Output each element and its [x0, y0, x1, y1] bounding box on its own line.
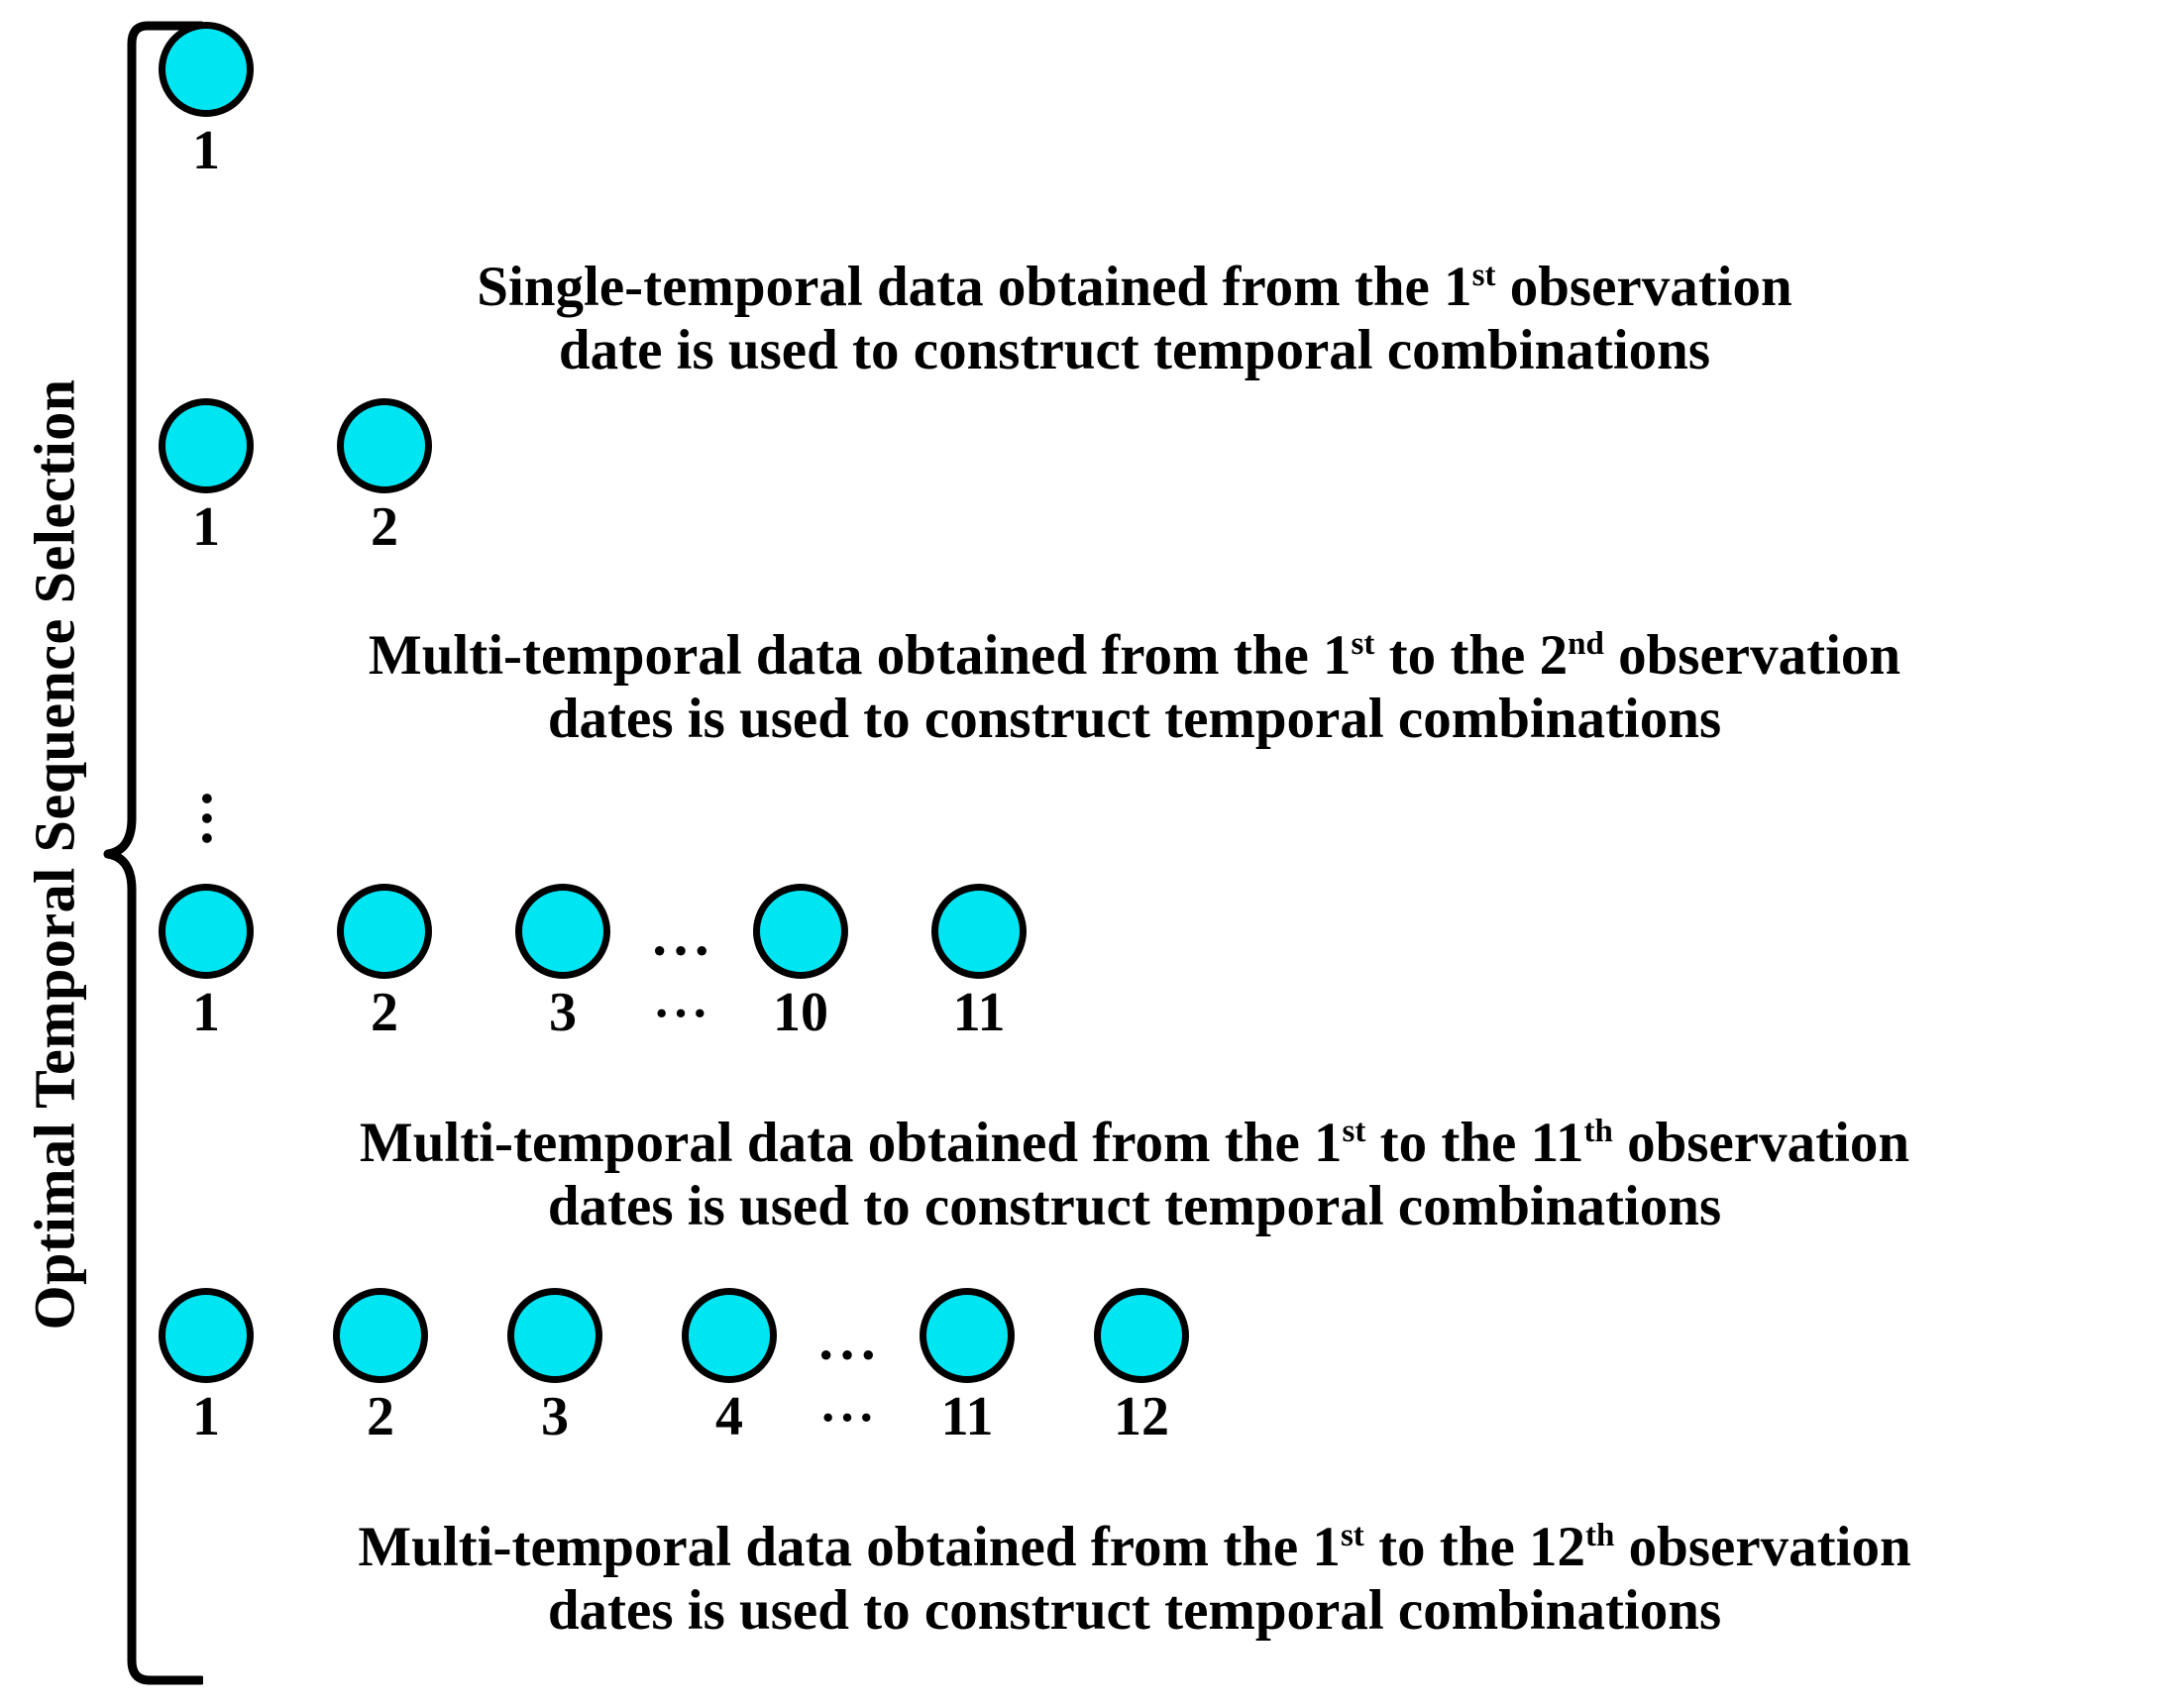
observation-node-label: 2 — [367, 1386, 394, 1447]
caption-text: observation — [1495, 256, 1792, 318]
row-3-caption: Multi-temporal data obtained from the 1s… — [149, 1112, 2120, 1238]
observation-circle-icon[interactable] — [337, 398, 432, 493]
observation-circle-icon[interactable] — [515, 884, 610, 979]
caption-ordinal-suffix: nd — [1568, 626, 1604, 662]
horizontal-ellipsis-icon: ··· — [650, 918, 714, 984]
observation-node[interactable]: 2 — [337, 398, 432, 555]
observation-node[interactable]: 1 — [159, 1288, 254, 1444]
caption-text: Multi-temporal data obtained from the 1 — [359, 1112, 1343, 1174]
observation-circle-icon[interactable] — [159, 884, 254, 979]
observation-circle-icon[interactable] — [337, 884, 432, 979]
horizontal-ellipsis-icon: ··· — [819, 1390, 878, 1446]
observation-node[interactable]: 11 — [920, 1288, 1016, 1447]
row-3-gap-ellipsis: ··· ··· — [650, 918, 714, 1042]
observation-circle-icon[interactable] — [753, 884, 849, 979]
row-4-caption: Multi-temporal data obtained from the 1s… — [149, 1516, 2120, 1643]
observation-node-label: 1 — [192, 1386, 220, 1447]
observation-node[interactable]: 3 — [515, 884, 610, 1040]
row-4-caption-line-2: dates is used to construct temporal comb… — [547, 1578, 1722, 1642]
vertical-axis-label-text: Optimal Temporal Sequence Selection — [22, 378, 87, 1330]
row-4-gap-ellipsis: ··· ··· — [816, 1323, 881, 1446]
row-3-circles: 1 2 3 ··· ··· 10 11 — [159, 884, 1028, 1043]
observation-circle-icon[interactable] — [682, 1288, 777, 1383]
observation-node-label: 3 — [549, 982, 577, 1043]
row-2-caption-line-2: dates is used to construct temporal comb… — [547, 687, 1722, 750]
observation-circle-icon[interactable] — [159, 1288, 254, 1383]
row-2-caption: Multi-temporal data obtained from the 1s… — [149, 624, 2120, 751]
caption-text: observation — [1603, 624, 1901, 687]
horizontal-ellipsis-icon: ··· — [816, 1323, 881, 1388]
observation-node[interactable]: 2 — [337, 884, 432, 1040]
row-3-caption-line-2: dates is used to construct temporal comb… — [547, 1174, 1722, 1237]
row-3-caption-line-1: Multi-temporal data obtained from the 1s… — [149, 1112, 2120, 1175]
row-1-caption: Single-temporal data obtained from the 1… — [149, 256, 2120, 382]
caption-ordinal-suffix: st — [1351, 626, 1375, 662]
caption-text: observation — [1614, 1516, 1911, 1578]
observation-circle-icon[interactable] — [920, 1288, 1016, 1383]
observation-node-label: 4 — [715, 1386, 743, 1447]
observation-node[interactable]: 3 — [507, 1288, 602, 1444]
horizontal-ellipsis-icon: ··· — [653, 986, 711, 1042]
observation-node-label: 1 — [192, 496, 220, 558]
vertical-axis-label: Optimal Temporal Sequence Selection — [0, 0, 109, 1708]
caption-text: Multi-temporal data obtained from the 1 — [368, 624, 1352, 687]
caption-text: Multi-temporal data obtained from the 1 — [358, 1516, 1341, 1578]
observation-node[interactable]: 10 — [753, 884, 849, 1043]
row-1-circles: 1 — [159, 22, 337, 178]
observation-circle-icon[interactable] — [159, 398, 254, 493]
observation-node[interactable]: 12 — [1094, 1288, 1190, 1447]
caption-ordinal-suffix: st — [1340, 1518, 1364, 1553]
observation-node-label: 11 — [952, 982, 1006, 1043]
observation-node-label: 1 — [192, 120, 220, 181]
observation-node-label: 12 — [1114, 1386, 1170, 1447]
row-1-caption-line-2: date is used to construct temporal combi… — [558, 318, 1711, 381]
observation-node[interactable]: 2 — [333, 1288, 428, 1444]
caption-ordinal-suffix: st — [1471, 258, 1496, 293]
observation-node[interactable]: 4 — [682, 1288, 777, 1444]
left-curly-brace-icon — [103, 21, 203, 1685]
observation-node-label: 2 — [371, 496, 398, 558]
vertical-ellipsis-icon: ··· — [174, 789, 240, 849]
observation-node-label: 10 — [773, 982, 829, 1043]
caption-ordinal-suffix: th — [1585, 1518, 1615, 1553]
caption-text: to the 12 — [1363, 1516, 1586, 1578]
observation-node[interactable]: 11 — [931, 884, 1028, 1043]
observation-node-label: 1 — [192, 982, 220, 1043]
observation-node-label: 3 — [541, 1386, 569, 1447]
observation-node-label: 2 — [371, 982, 398, 1043]
caption-ordinal-suffix: th — [1583, 1114, 1613, 1149]
caption-text: Single-temporal data obtained from the 1 — [477, 256, 1472, 318]
caption-text: observation — [1612, 1112, 1910, 1174]
observation-circle-icon[interactable] — [1094, 1288, 1190, 1383]
row-4-caption-line-1: Multi-temporal data obtained from the 1s… — [149, 1516, 2120, 1579]
observation-circle-icon[interactable] — [333, 1288, 428, 1383]
observation-node[interactable]: 1 — [159, 398, 254, 555]
caption-text: to the 11 — [1365, 1112, 1584, 1174]
observation-node[interactable]: 1 — [159, 884, 254, 1040]
caption-text: to the 2 — [1374, 624, 1569, 687]
row-2-circles: 1 2 — [159, 398, 432, 555]
observation-circle-icon[interactable] — [507, 1288, 602, 1383]
row-1-caption-line-1: Single-temporal data obtained from the 1… — [149, 256, 2120, 319]
rows-container: 1 Single-temporal data obtained from the… — [149, 0, 2168, 1708]
observation-circle-icon[interactable] — [159, 22, 254, 117]
row-2-caption-line-1: Multi-temporal data obtained from the 1s… — [149, 624, 2120, 688]
observation-node-label: 11 — [940, 1386, 994, 1447]
row-4-circles: 1 2 3 4 ··· ··· 11 — [159, 1288, 1190, 1447]
caption-ordinal-suffix: st — [1342, 1114, 1366, 1149]
observation-node[interactable]: 1 — [159, 22, 254, 178]
observation-circle-icon[interactable] — [931, 884, 1028, 979]
